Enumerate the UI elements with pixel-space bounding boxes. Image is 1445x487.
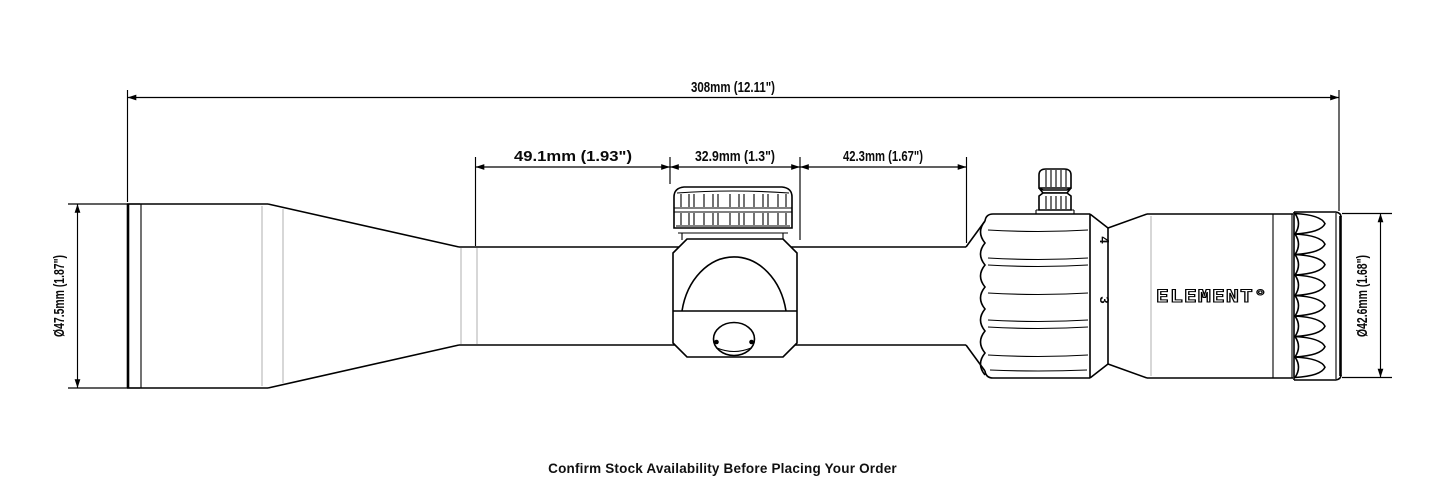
magnification-band: 4 3 [1089, 213, 1112, 379]
dim-front-tube-length: 49.1mm (1.93") [474, 149, 671, 246]
lever-ribs-top [1045, 170, 1067, 187]
turret-knurl-band-bottom [680, 213, 787, 225]
power-ring-ribs [987, 229, 1089, 372]
elevation-turret-cap [673, 186, 793, 240]
dimension-annotations: 308mm (12.11") 49.1mm (1.93") 32.9mm (1.… [52, 80, 1392, 389]
dim-ocular-diameter-label: Ø42.6mm (1.68") [1355, 255, 1371, 337]
dim-overall-length-label: 308mm (12.11") [691, 80, 775, 96]
dim-saddle-label: 32.9mm (1.3") [695, 149, 775, 165]
scope-body: 4 3 ELEMENT° [126, 168, 1342, 389]
magnification-mark-4: 4 [1097, 236, 1112, 244]
power-ring-scallops [979, 220, 987, 376]
dim-objective-diameter-label: Ø47.5mm (1.87") [52, 255, 68, 337]
dim-ocular-diameter: Ø42.6mm (1.68") [1342, 212, 1392, 379]
fast-focus-ring [1293, 211, 1342, 381]
footer-note: Confirm Stock Availability Before Placin… [548, 461, 897, 476]
eyepiece-body: ELEMENT° [1107, 213, 1293, 379]
dim-overall-length: 308mm (12.11") [126, 80, 1340, 211]
turret-saddle [672, 238, 798, 358]
brand-logo: ELEMENT° [1156, 287, 1268, 306]
turret-knurl-band-top [680, 194, 787, 207]
objective-bell [126, 203, 460, 389]
power-ring [965, 213, 1091, 379]
dim-rear-tube-length: 42.3mm (1.67") [800, 149, 968, 243]
dim-front-tube-label: 49.1mm (1.93") [514, 149, 632, 165]
lever-ribs-bottom [1045, 196, 1067, 209]
dim-saddle-length: 32.9mm (1.3") [670, 149, 801, 240]
dim-rear-tube-label: 42.3mm (1.67") [843, 149, 923, 165]
zoom-throw-lever [1035, 168, 1075, 214]
magnification-mark-3: 3 [1097, 296, 1112, 303]
saddle-dome [681, 256, 787, 312]
turret-side-cap [712, 321, 756, 357]
dim-objective-diameter: Ø47.5mm (1.87") [52, 203, 140, 389]
